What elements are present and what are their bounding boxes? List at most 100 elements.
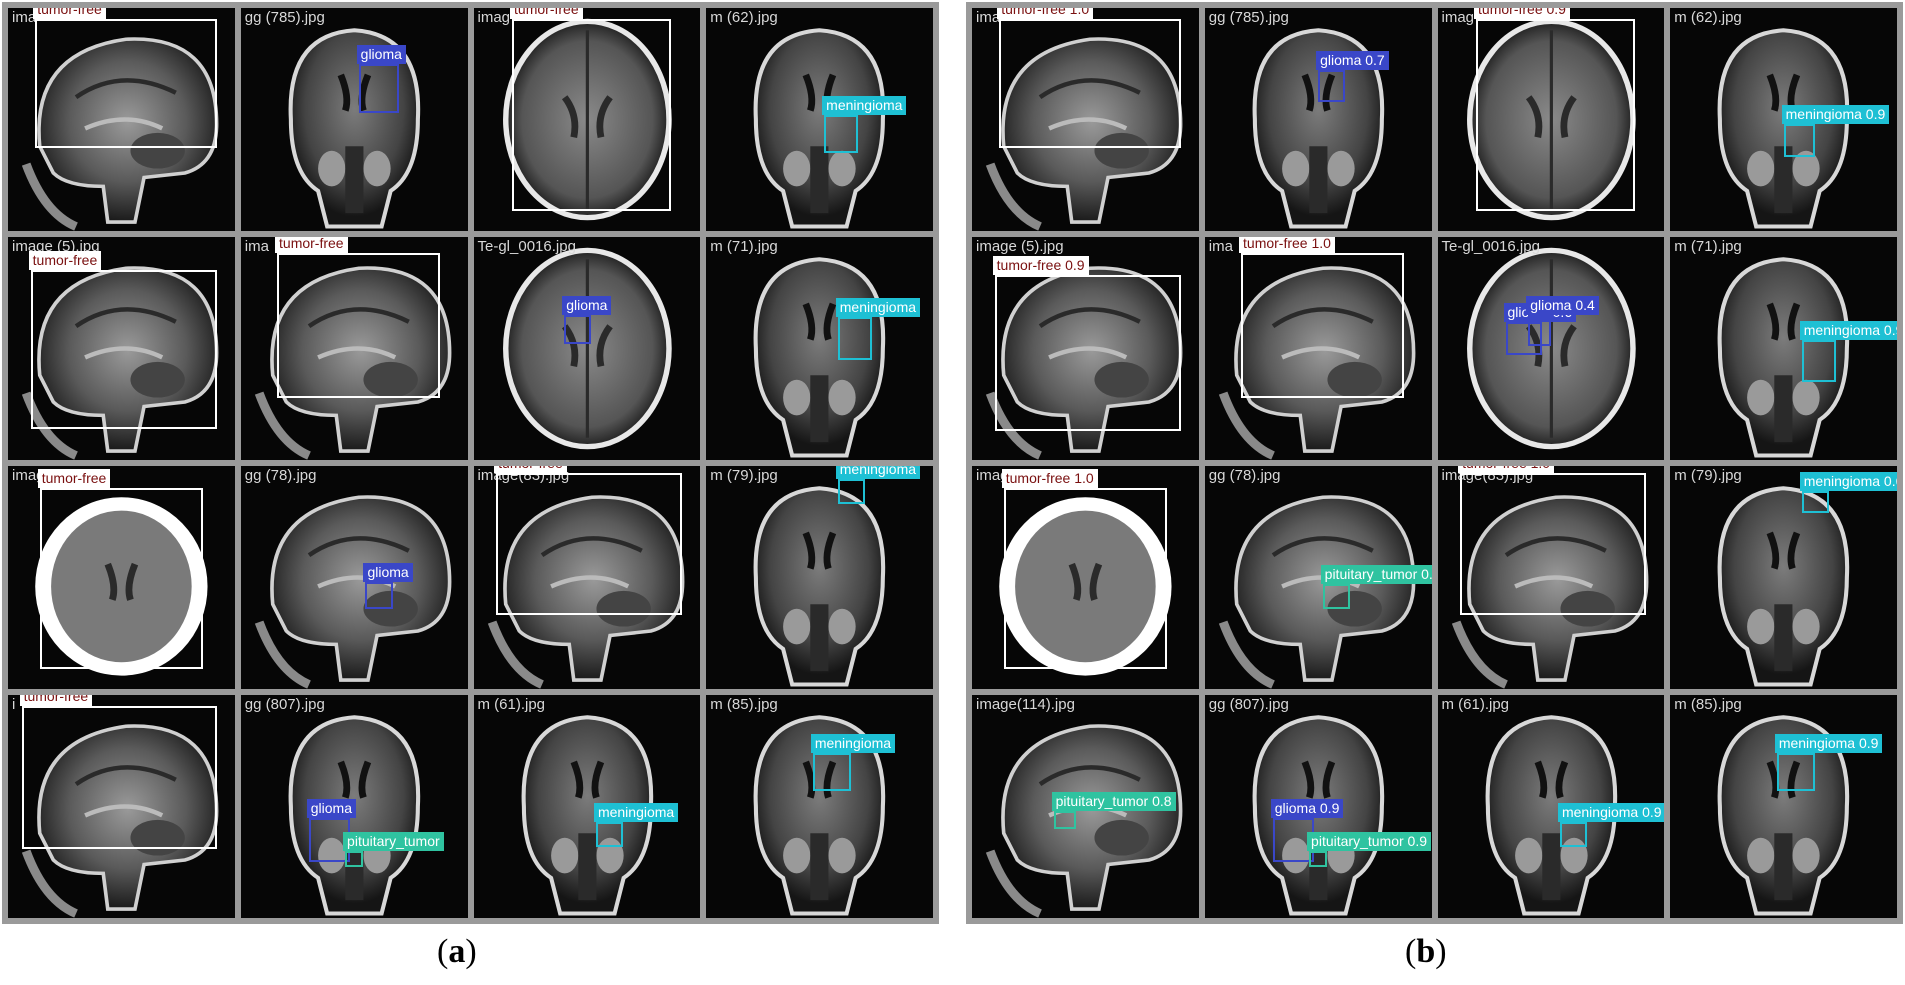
- bounding-box: [994, 274, 1181, 431]
- file-name: Te-gl_0016.jpg: [1441, 238, 1540, 255]
- image-tile: m (85).jpg meningioma: [706, 695, 933, 918]
- mri-scan-image: [8, 8, 235, 231]
- detection-box-meningioma: meningioma 0.9: [1799, 320, 1897, 382]
- bounding-box: [564, 315, 592, 345]
- bounding-box: [512, 19, 671, 211]
- detection-box-pituitary-tumor: pituitary_tumor 0.9: [1307, 832, 1431, 867]
- bounding-box: [1801, 490, 1829, 513]
- file-name: m (85).jpg: [710, 696, 778, 713]
- file-name: ima: [1208, 238, 1233, 255]
- detection-label: meningioma: [810, 733, 896, 753]
- bounding-box: [824, 115, 859, 153]
- file-name: i: [12, 696, 16, 713]
- detection-label: pituitary_tumor 0.7: [1320, 565, 1432, 585]
- bounding-box: [1003, 488, 1167, 669]
- mri-scan-image: [972, 8, 1199, 231]
- file-name: m (79).jpg: [710, 467, 778, 484]
- detection-box-meningioma: meningioma: [835, 466, 921, 504]
- detection-label: pituitary_tumor 0.9: [1307, 832, 1431, 852]
- mri-scan-image: [1437, 695, 1665, 918]
- detection-box-meningioma: meningioma: [593, 803, 679, 847]
- bounding-box: [1783, 123, 1816, 158]
- detection-box-tumor-free: tumor-free 1.0: [1239, 237, 1405, 398]
- file-name: image (5).jpg: [976, 238, 1064, 255]
- mri-scan-image: [8, 695, 235, 918]
- detection-label: glioma: [306, 798, 357, 818]
- bounding-box: [365, 581, 393, 609]
- bounding-box: [345, 851, 364, 867]
- mri-scan-image: [1670, 466, 1897, 689]
- bounding-box: [358, 63, 400, 113]
- detection-box-glioma: glioma: [363, 562, 413, 609]
- mri-scan-image: [1670, 695, 1897, 918]
- bounding-box: [999, 19, 1181, 149]
- detection-label: meningioma: [835, 466, 921, 480]
- file-name: m (61).jpg: [477, 696, 546, 713]
- detection-label: tumor-free 1.0: [997, 8, 1094, 20]
- file-name: m (62).jpg: [710, 9, 778, 26]
- bounding-box: [595, 822, 624, 847]
- file-name: m (62).jpg: [1674, 9, 1742, 26]
- image-tile: ima tumor-free 1.0: [1204, 237, 1432, 460]
- detection-box-pituitary-tumor: pituitary_tumor 0.8: [1051, 791, 1176, 829]
- detection-box-pituitary-tumor: pituitary_tumor: [343, 832, 444, 867]
- detection-label: meningioma: [822, 96, 907, 116]
- bounding-box: [1322, 584, 1350, 609]
- detection-label: meningioma 0.9: [1799, 320, 1897, 340]
- detection-box-tumor-free: tumor-free 0.9: [992, 255, 1181, 431]
- detection-label: tumor-free: [37, 469, 111, 489]
- mri-scan-image: [706, 237, 933, 460]
- file-name: imag: [477, 9, 511, 26]
- bounding-box: [1505, 321, 1542, 356]
- detection-label: meningioma 0.9: [1774, 733, 1883, 753]
- detection-box-glioma: glioma: [562, 296, 612, 345]
- bounding-box: [277, 252, 441, 398]
- detection-box-meningioma: meningioma 0.6: [1799, 471, 1897, 513]
- detection-label: glioma: [363, 562, 413, 582]
- detection-box-tumor-free: tumor-free: [494, 466, 683, 616]
- image-tile: m (79).jpg meningioma: [706, 466, 933, 689]
- detection-box-tumor-free: tumor-free: [510, 8, 671, 211]
- detection-box-meningioma: meningioma 0.9: [1557, 803, 1665, 847]
- file-name: gg (785).jpg: [1208, 9, 1289, 26]
- detection-label: pituitary_tumor: [343, 832, 444, 852]
- file-name: gg (785).jpg: [244, 9, 325, 26]
- mri-scan-image: [1437, 8, 1665, 231]
- detection-box-tumor-free: tumor-free 0.9: [1474, 8, 1635, 211]
- file-name: ima: [244, 238, 269, 255]
- detection-box-meningioma: meningioma: [835, 298, 921, 360]
- mri-scan-image: [8, 466, 235, 689]
- mri-scan-image: [1204, 8, 1432, 231]
- bounding-box: [1559, 822, 1588, 847]
- detection-box-tumor-free: tumor-free: [19, 695, 217, 849]
- detection-label: pituitary_tumor 0.8: [1051, 791, 1176, 811]
- detection-label: tumor-free 0.9: [992, 255, 1089, 275]
- detection-label: tumor-free 1.0: [1458, 466, 1555, 473]
- detection-box-meningioma: meningioma 0.9: [1774, 733, 1883, 791]
- detection-box-meningioma: meningioma: [810, 733, 896, 791]
- file-name: image(114).jpg: [976, 696, 1075, 713]
- bounding-box: [1309, 851, 1328, 867]
- file-name: gg (807).jpg: [1208, 696, 1289, 713]
- detection-label: tumor-free: [19, 695, 93, 707]
- caption-a: (a): [437, 933, 477, 970]
- bounding-box: [30, 270, 217, 429]
- detection-box-tumor-free: tumor-free 1.0: [997, 8, 1181, 149]
- detection-box-meningioma: meningioma: [822, 96, 907, 153]
